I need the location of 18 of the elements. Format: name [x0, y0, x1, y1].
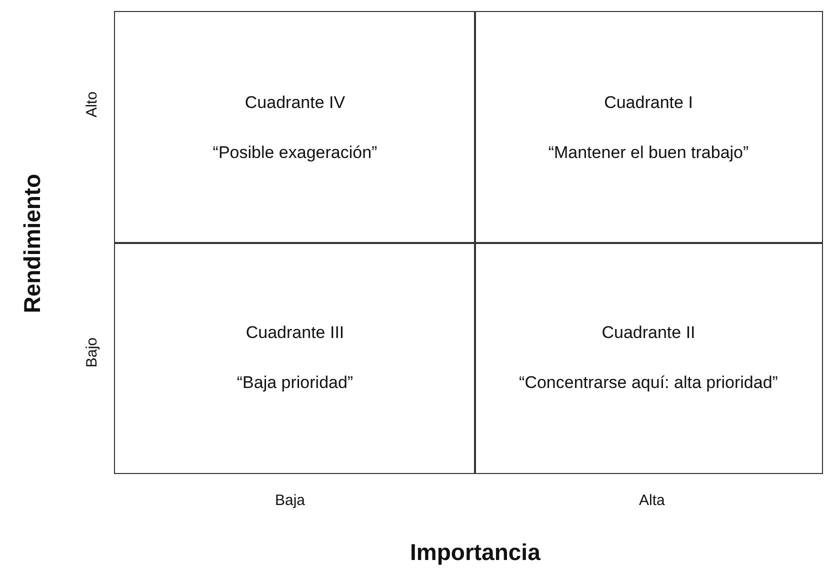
axis-tick-label: Alta: [639, 492, 665, 508]
quadrant-box: [114, 242, 476, 474]
quadrant-title: Cuadrante II: [602, 323, 696, 343]
quadrant-title: Cuadrante IV: [244, 92, 346, 112]
axis-title: Rendimiento: [18, 173, 46, 313]
quadrant-box: [474, 11, 823, 244]
axis-tick-label: Baja: [275, 492, 306, 508]
axis-tick-label: Alto: [83, 91, 100, 117]
axis-tick-label: Bajo: [84, 336, 101, 368]
quadrant-title: Cuadrante I: [604, 92, 693, 112]
quadrant-description: “Posible exageración”: [212, 142, 378, 162]
quadrant-title: Cuadrante III: [246, 323, 344, 343]
quadrant-box: [474, 242, 823, 474]
quadrant-box: [114, 11, 476, 244]
quadrant-description: “Baja prioridad”: [236, 373, 354, 393]
quadrant-description: “Mantener el buen trabajo”: [548, 142, 749, 162]
axis-title: Importancia: [410, 538, 540, 566]
quadrant-description: “Concentrarse aquí: alta prioridad”: [519, 373, 778, 393]
